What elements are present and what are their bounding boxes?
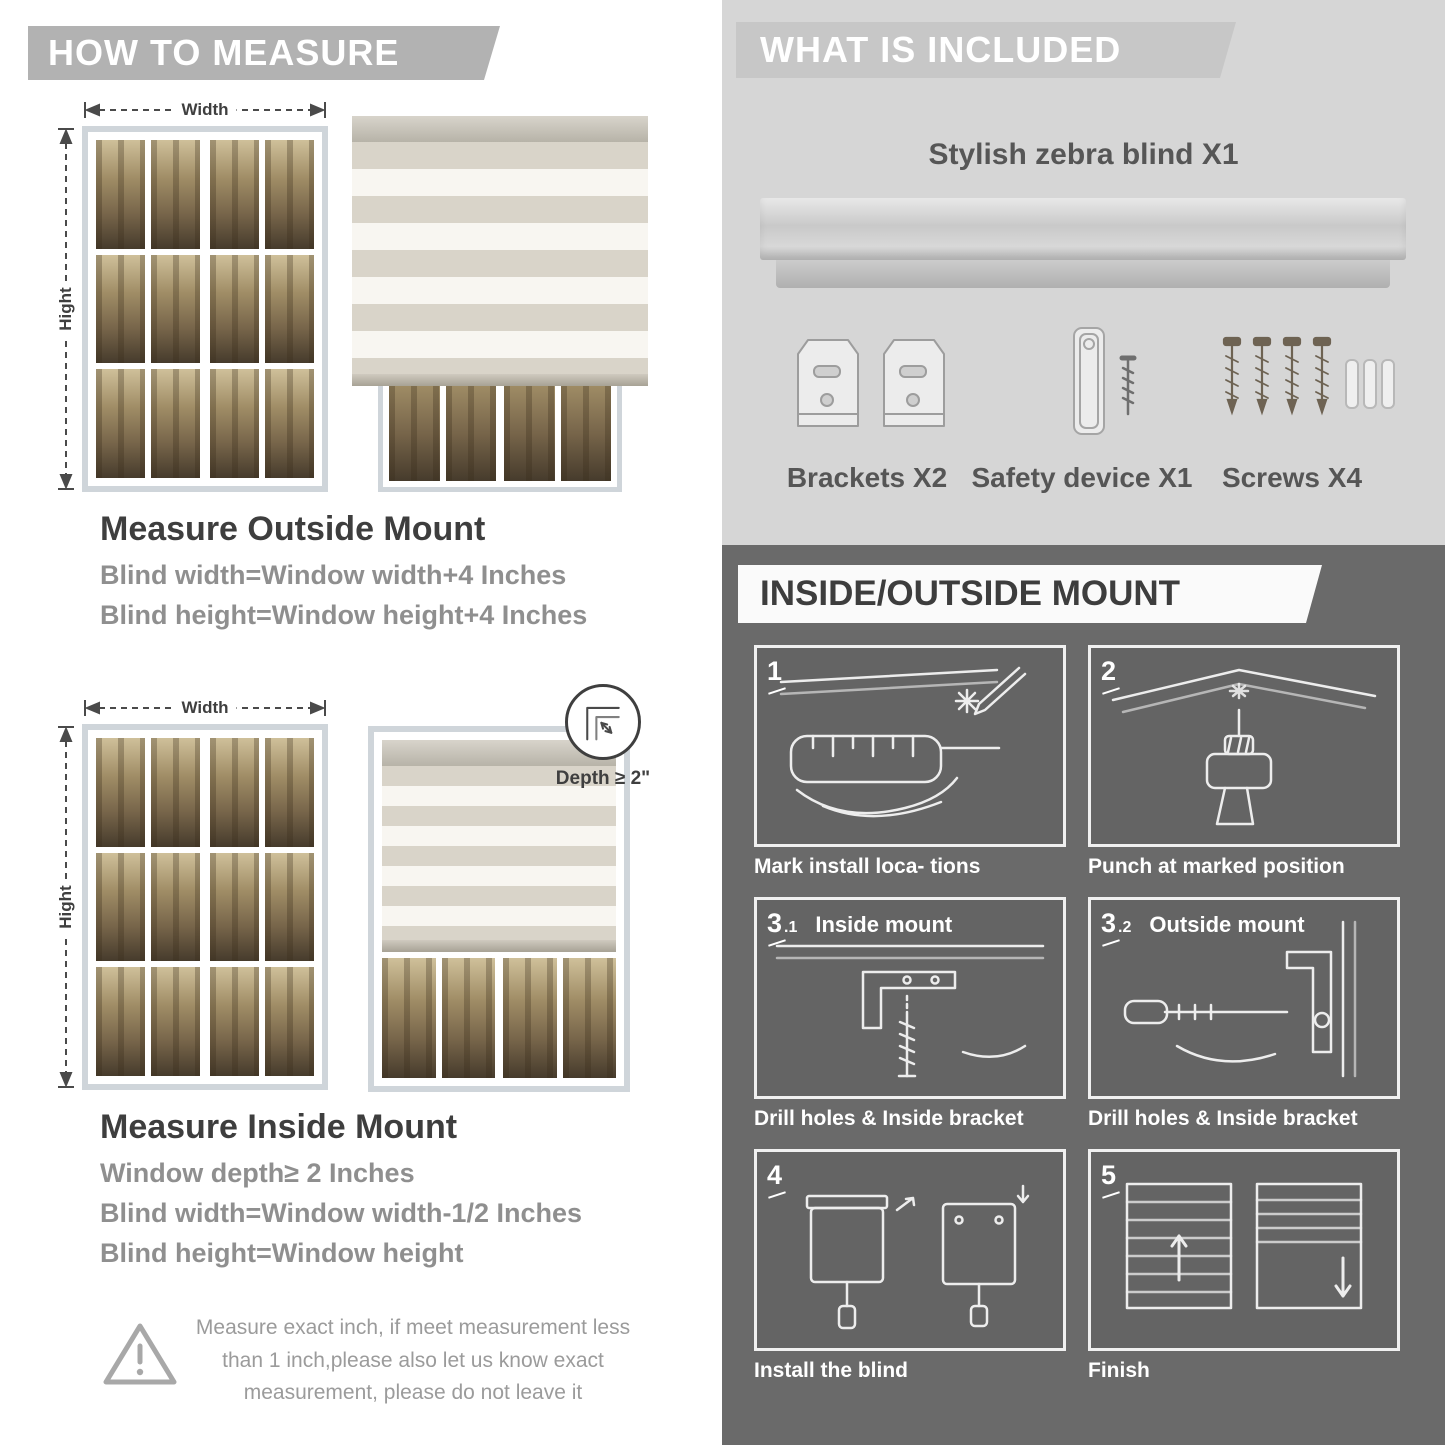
- step-caption: Mark install loca- tions: [754, 855, 981, 878]
- inside-mount-title: Measure Inside Mount: [100, 1108, 458, 1146]
- height-arrow: Hight: [56, 126, 76, 492]
- width-arrow-icon: [84, 102, 326, 118]
- window-casement: [96, 140, 200, 478]
- window-casement: [382, 958, 495, 1078]
- blind-item-label: Stylish zebra blind X1: [928, 138, 1239, 171]
- headrail-bottom-illustration: [776, 260, 1390, 288]
- headrail-illustration: [760, 198, 1406, 260]
- width-arrow: Width: [82, 100, 328, 120]
- inside-formula-width: Blind width=Window width-1/2 Inches: [100, 1198, 583, 1228]
- outside-measure-illustration: Width Hight: [56, 100, 328, 492]
- measure-warning: Measure exact inch, if meet measurement …: [100, 1312, 650, 1410]
- step-number: 4: [767, 1160, 783, 1190]
- outside-mount-title: Measure Outside Mount: [100, 510, 486, 548]
- inside-mount-blind-illustration: Depth ≥ 2": [368, 684, 650, 1092]
- hight-label: Hight: [56, 879, 76, 935]
- width-label: Width: [173, 100, 237, 120]
- inside-formula-depth: Window depth≥ 2 Inches: [100, 1158, 415, 1188]
- window-illustration: [82, 126, 328, 492]
- window-casement: [503, 958, 616, 1078]
- how-to-measure-header: HOW TO MEASURE: [28, 26, 500, 80]
- step-caption: Punch at marked position: [1088, 855, 1345, 878]
- zebra-blind-icon: [352, 116, 648, 386]
- how-to-measure-section: HOW TO MEASURE Width: [0, 0, 722, 1445]
- right-column: WHAT IS INCLUDED Stylish zebra blind X1: [722, 0, 1445, 1445]
- step-panel-5: 5: [1088, 1149, 1400, 1351]
- step-panel-4: 4: [754, 1149, 1066, 1351]
- what-is-included-header: WHAT IS INCLUDED: [736, 22, 1236, 78]
- window-panes: [382, 958, 616, 1078]
- safety-device-icon: [1073, 327, 1137, 435]
- safety-device-label: Safety device X1: [971, 462, 1193, 493]
- width-arrow-icon: [84, 700, 326, 716]
- depth-magnifier-icon: [565, 684, 641, 760]
- height-arrow: Hight: [56, 724, 76, 1090]
- mount-header: INSIDE/OUTSIDE MOUNT: [738, 565, 1322, 623]
- window-casement: [96, 738, 200, 1076]
- step-caption: Finish: [1088, 1359, 1150, 1382]
- mount-instructions-section: INSIDE/OUTSIDE MOUNT: [722, 545, 1445, 1445]
- step-number: 3.1 Inside mount: [767, 908, 953, 938]
- step-panel-3-2: 3.2 Outside mount: [1088, 897, 1400, 1099]
- step-2-illustration: [1111, 668, 1377, 826]
- step-4-illustration: [805, 1184, 1030, 1330]
- warning-triangle-icon: [103, 1323, 177, 1385]
- step-panel-2: 2: [1088, 645, 1400, 847]
- brackets-icon: [797, 339, 945, 427]
- step-panel-1: 1: [754, 645, 1066, 847]
- step-5-illustration: [1125, 1182, 1363, 1310]
- step-caption: Drill holes & Inside bracket: [1088, 1107, 1358, 1130]
- step-number: 5: [1101, 1160, 1117, 1190]
- step-number: 1: [767, 656, 783, 686]
- zebra-stripes: [352, 142, 648, 374]
- warning-text: Measure exact inch, if meet measurement …: [195, 1316, 631, 1405]
- brackets-label: Brackets X2: [786, 462, 948, 493]
- step-3-1-illustration: [775, 944, 1045, 1078]
- zebra-blind-icon: [382, 740, 616, 952]
- step-caption: Install the blind: [754, 1359, 909, 1382]
- outside-formula-height: Blind height=Window height+4 Inches: [100, 600, 588, 630]
- zebra-stripes: [382, 766, 616, 940]
- hight-label: Hight: [56, 281, 76, 337]
- outside-mount-blind-illustration: [352, 116, 648, 492]
- step-1-illustration: [779, 666, 1027, 818]
- screws-icon: [1222, 336, 1395, 416]
- blind-bottomrail: [382, 940, 616, 952]
- step-number: 3.2 Outside mount: [1101, 908, 1305, 938]
- inside-formula-height: Blind height=Window height: [100, 1238, 464, 1268]
- depth-callout: Depth ≥ 2": [548, 684, 658, 790]
- what-is-included-section: WHAT IS INCLUDED Stylish zebra blind X1: [722, 0, 1445, 545]
- window-frame: [368, 726, 630, 1092]
- outside-formula-width: Blind width=Window width+4 Inches: [100, 560, 567, 590]
- window-casement: [210, 140, 314, 478]
- inside-measure-illustration: Width Hight: [56, 698, 328, 1090]
- step-panel-3-1: 3.1 Inside mount: [754, 897, 1066, 1099]
- frame-corner-icon: [586, 706, 620, 741]
- step-caption: Drill holes & Inside bracket: [754, 1107, 1024, 1130]
- step-title: Inside mount: [815, 912, 953, 937]
- blind-bottomrail: [352, 374, 648, 386]
- window-illustration: [82, 724, 328, 1090]
- step-number: 2: [1101, 656, 1117, 686]
- screws-label: Screws X4: [1221, 462, 1363, 493]
- step-3-2-illustration: [1123, 920, 1357, 1078]
- depth-label: Depth ≥ 2": [555, 768, 651, 789]
- step-title: Outside mount: [1149, 912, 1305, 937]
- width-arrow: Width: [82, 698, 328, 718]
- width-label: Width: [173, 698, 237, 718]
- blind-headrail: [352, 116, 648, 142]
- window-casement: [210, 738, 314, 1076]
